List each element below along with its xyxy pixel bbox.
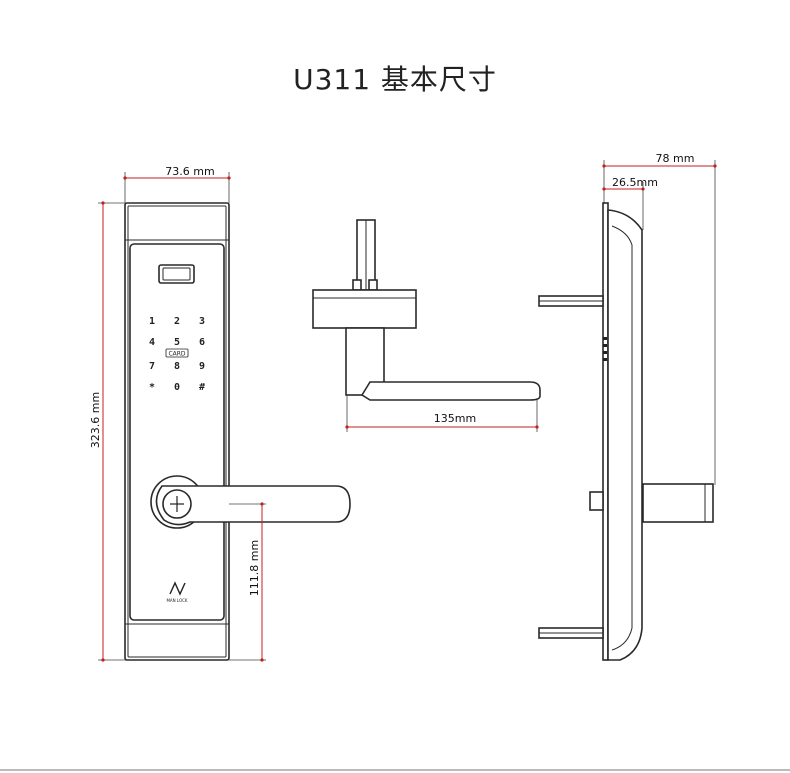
front-plate-inner [127,205,227,658]
keypad-key: # [199,382,205,393]
front-height-label: 323.6 mm [89,392,102,448]
card-reader-badge [165,348,189,358]
handle-height-label: 111.8 mm [248,540,261,596]
keypad-key: 5 [174,337,180,348]
front-width-label: 73.6 mm [165,165,214,178]
top-depth-label: 135mm [434,412,476,425]
side-latch [589,491,604,511]
keypad-key: 3 [199,316,205,327]
keypad-key: 2 [174,316,180,327]
keypad-key: 9 [199,361,205,372]
side-handle [642,483,714,523]
keypad-key: 0 [174,382,180,393]
top-view-lever [360,381,541,401]
top-view: 135mm [312,219,541,432]
keypad-key: 1 [149,316,155,327]
keypad-key: 7 [149,361,155,372]
keypad-key: * [149,382,155,393]
logo-caption: MAN LOCK [166,598,187,603]
side-body-profile [607,209,643,661]
side-total-label: 78 mm [656,152,695,165]
side-body-label: 26.5mm [612,176,658,189]
handle-lever [155,485,351,526]
brand-logo-icon [169,581,186,596]
keypad-key: 4 [149,337,155,348]
keypad-key: 6 [199,337,205,348]
front-glass-panel [129,243,225,621]
fingerprint-window [158,264,195,284]
backplate [312,289,417,329]
side-view: 78 mm 26.5mm [538,152,717,661]
front-view: 73.6 mm 323.6 mm 1 2 3 [89,165,351,662]
card-label: CARD [168,351,185,358]
page-title: U311 基本尺寸 [293,63,497,96]
keypad: 1 2 3 4 5 6 7 8 9 * 0 # CARD [149,316,205,393]
keypad-key: 8 [174,361,180,372]
